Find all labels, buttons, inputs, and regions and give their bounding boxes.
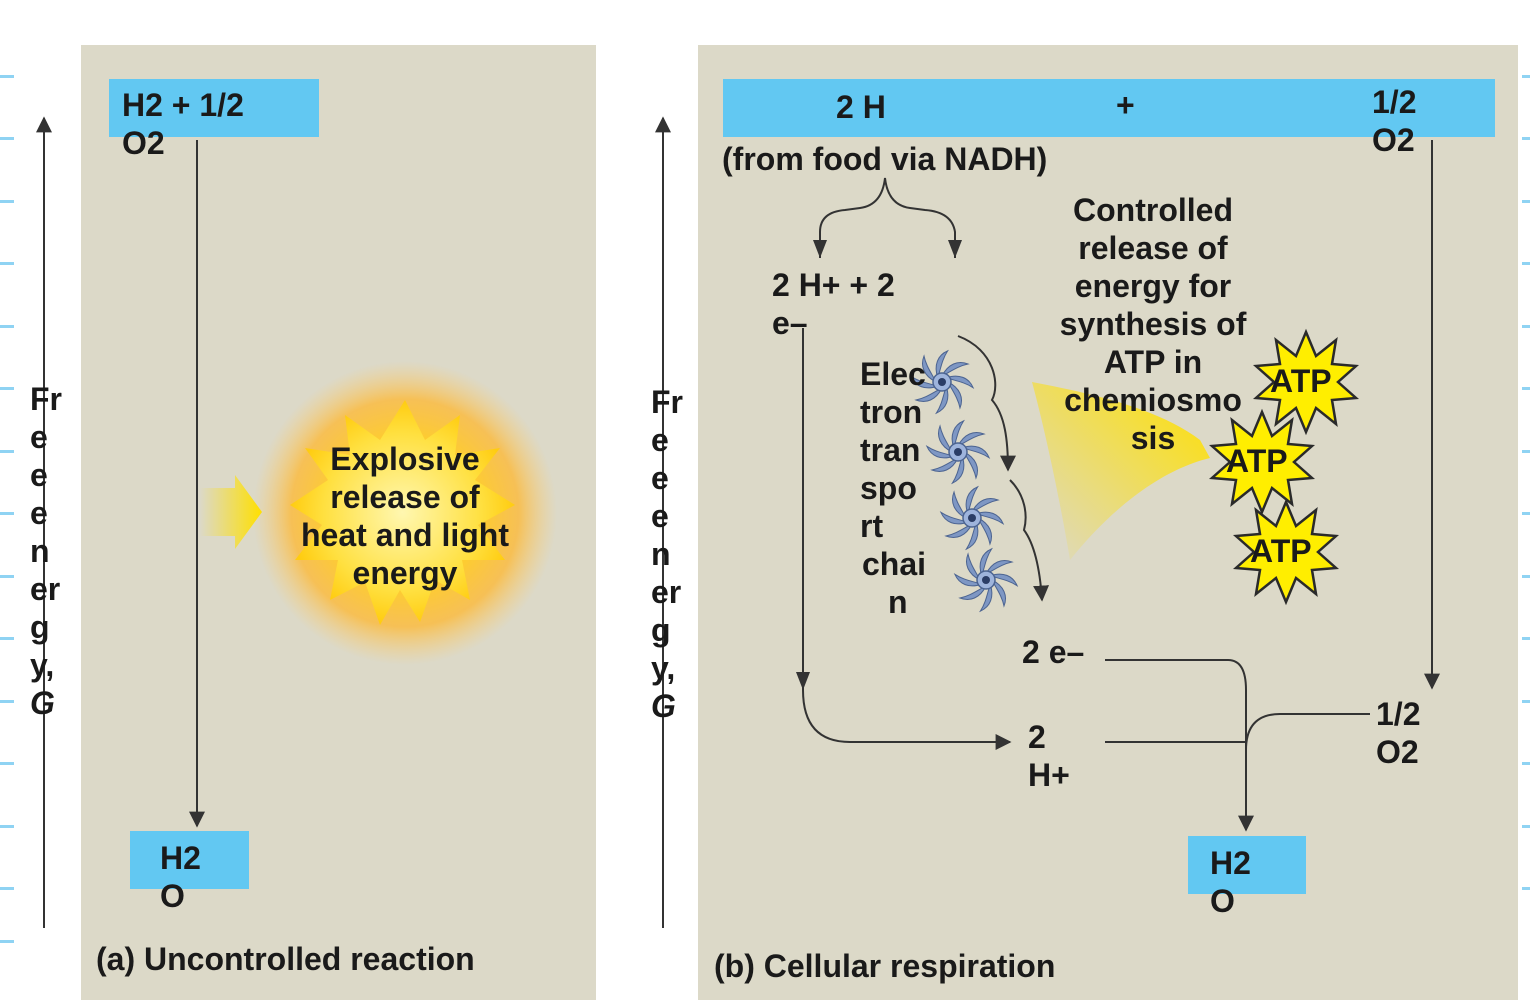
controlled-release-line: Controlled xyxy=(1073,192,1233,228)
reactant-label-a: H2 + 1/2 xyxy=(122,87,244,123)
axis-label-line: g xyxy=(30,609,50,645)
controlled-release-line: sis xyxy=(1130,420,1176,456)
split-brace xyxy=(819,177,956,258)
product-label-a-line2: O xyxy=(160,878,185,914)
free-energy-label-b: Fr e e e n er g y, G xyxy=(651,383,683,725)
protein-complex-icon xyxy=(925,419,991,485)
top-bar-plus: + xyxy=(1116,87,1135,123)
product-label-b: H2 xyxy=(1210,845,1251,881)
split-label-line2: e– xyxy=(772,305,808,341)
etc-label-line: rt xyxy=(860,508,884,544)
etc-label-line: n xyxy=(888,584,908,620)
controlled-release-line: ATP in xyxy=(1103,344,1203,380)
axis-label-line: e xyxy=(651,460,669,496)
axis-label-line: n xyxy=(30,533,50,569)
atp-label: ATP xyxy=(1226,443,1288,479)
top-bar-left: 2 H xyxy=(836,89,886,125)
etc-label-line: chai xyxy=(862,546,927,582)
protein-complex-icon xyxy=(953,547,1019,613)
split-label: 2 H+ + 2 xyxy=(772,267,895,303)
etc-step-arrow xyxy=(1009,479,1050,602)
axis-label-line: er xyxy=(651,574,682,610)
source-note: (from food via NADH) xyxy=(722,141,1048,177)
axis-label-line: G xyxy=(651,688,676,724)
axis-label-line: g xyxy=(651,612,671,648)
axis-label-line: er xyxy=(30,571,61,607)
explosion-label-line: heat and light xyxy=(301,517,509,553)
explosion-label-line: release of xyxy=(330,479,480,515)
axis-label-line: Fr xyxy=(30,381,62,417)
explosion-label-line: energy xyxy=(352,555,458,591)
axis-label-line: e xyxy=(30,495,48,531)
etc-label-line: tran xyxy=(860,432,921,468)
protons-label-line2: H+ xyxy=(1028,757,1070,793)
explosion-label: Explosive release of heat and light ener… xyxy=(270,440,540,592)
top-bar-right: 1/2 xyxy=(1372,84,1417,120)
atp-label: ATP xyxy=(1270,363,1332,399)
etc-step-arrow xyxy=(957,335,1016,472)
oxygen-to-water xyxy=(1245,713,1370,751)
oxygen-label: 1/2 xyxy=(1376,696,1421,732)
axis-label-line: e xyxy=(651,498,669,534)
controlled-release-line: release of xyxy=(1078,230,1228,266)
axis-label-line: Fr xyxy=(651,384,683,420)
etc-label-line: spo xyxy=(860,470,917,506)
fade-arrow-a-icon xyxy=(200,475,262,549)
axis-label-line: e xyxy=(30,457,48,493)
starburst-icon xyxy=(253,361,557,665)
controlled-release-line: chemiosmo xyxy=(1064,382,1242,418)
etc-label-line: Elec xyxy=(860,356,926,392)
proton-path xyxy=(802,328,1012,750)
energy-release-wedge xyxy=(1032,382,1210,560)
caption-b: (b) Cellular respiration xyxy=(714,948,1056,984)
protein-complex-icon xyxy=(939,485,1005,551)
oxygen-label-line2: O2 xyxy=(1376,734,1419,770)
explosion-label-line: Explosive xyxy=(330,441,480,477)
reactant-box-a xyxy=(109,79,319,137)
panel-respiration xyxy=(698,45,1518,1000)
axis-label-line: e xyxy=(30,419,48,455)
reactant-label-a-line2: O2 xyxy=(122,125,165,161)
protons-label: 2 xyxy=(1028,719,1046,755)
controlled-release-line: energy for xyxy=(1074,268,1232,304)
axis-label-line: y, xyxy=(651,650,676,686)
product-label-a: H2 xyxy=(160,840,201,876)
electrons-label: 2 e– xyxy=(1022,634,1085,670)
etc-label: Elec tron tran spo rt chai n xyxy=(860,355,926,621)
controlled-release-label: Controlled release of energy for synthes… xyxy=(1030,191,1276,457)
axis-label-line: e xyxy=(651,422,669,458)
reactant-bar-b xyxy=(723,79,1495,137)
top-bar-right-line2: O2 xyxy=(1372,122,1415,158)
free-energy-label-a: Fr e e e n er g y, G xyxy=(30,380,62,722)
etc-label-line: tron xyxy=(860,394,923,430)
axis-label-line: y, xyxy=(30,647,55,683)
controlled-release-line: synthesis of xyxy=(1059,306,1247,342)
product-box-a xyxy=(130,831,249,889)
electron-to-water xyxy=(1105,659,1254,832)
atp-label: ATP xyxy=(1250,533,1312,569)
product-box-b xyxy=(1188,836,1306,894)
axis-label-line: G xyxy=(30,685,55,721)
axis-label-line: n xyxy=(651,536,671,572)
caption-a: (a) Uncontrolled reaction xyxy=(96,941,475,977)
product-label-b-line2: O xyxy=(1210,883,1235,919)
